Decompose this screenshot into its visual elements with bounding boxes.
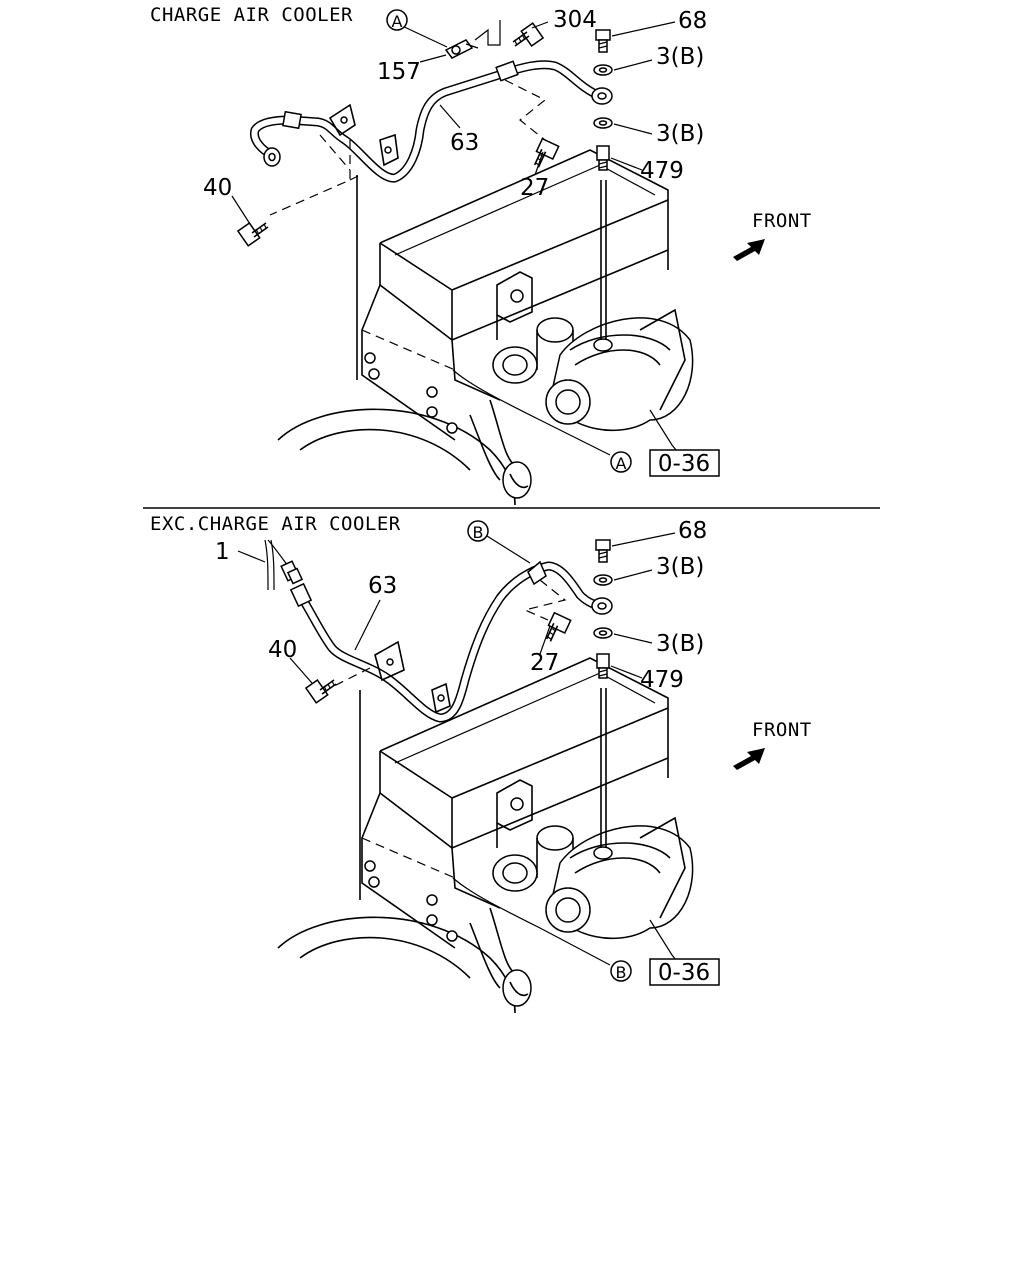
gasket-3b-lower [593,627,613,639]
adapter-479 [596,653,610,679]
pipe-bracket [340,116,348,124]
bolt-304 [512,22,544,47]
phantom-line [329,667,371,689]
callout-circle [386,9,408,31]
phantom-line [349,174,361,181]
callout-letter: A [392,12,403,31]
callout-circle [610,451,632,473]
phantom-line [319,134,351,171]
reference-label: 0-36 [658,451,710,477]
reference-label: 0-36 [658,960,710,986]
label-27: 27 [520,175,549,201]
label-63: 63 [368,573,397,599]
callout-letter: B [473,523,484,542]
leader-line [613,59,653,71]
label-3b-upper: 3(B) [656,554,704,580]
callout-letter: A [616,454,627,473]
phantom-line [474,20,501,46]
label-157: 157 [377,59,421,85]
front-label: FRONT [752,210,812,232]
clip-b [527,560,547,586]
reference-box [649,958,720,986]
callout-circle [467,520,489,542]
phantom-line [523,579,567,621]
pipe-bracket [328,103,356,137]
leader-line [452,877,611,966]
eye-bolt-68 [595,539,611,563]
bolt-40 [305,679,337,704]
leader-line [439,104,461,129]
leader-line [613,569,653,581]
label-479: 479 [640,667,684,693]
leader-line [539,625,551,655]
leader-line [354,599,381,651]
callout-circle [610,960,632,982]
label-40: 40 [203,175,232,201]
label-68: 68 [678,8,707,34]
leader-line [613,123,653,135]
leader-line [289,657,313,684]
bolt-27 [536,606,576,644]
pipe-bracket [437,694,445,702]
label-3b-lower: 3(B) [656,631,704,657]
panel-header: EXC.CHARGE AIR COOLER [150,513,401,535]
gasket-3b-upper [593,64,613,76]
leader-line [531,21,549,29]
leader-line [231,195,251,225]
clip-157 [444,39,479,59]
leader-line [610,665,643,679]
oil-pipe-1 [264,539,304,591]
oil-pipe [289,561,613,723]
leader-line [611,21,676,37]
label-304: 304 [553,7,597,33]
phantom-line [269,140,351,216]
pipe-bracket [384,146,392,154]
label-40: 40 [268,637,297,663]
label-63: 63 [450,130,479,156]
adapter-479 [596,145,610,171]
engine-assembly [277,149,694,506]
leader-line [397,23,448,48]
bolt-27 [524,132,564,170]
panel-charge-air-cooler: CHARGE AIR COOLER [150,4,812,506]
label-27: 27 [530,650,559,676]
gasket-3b-upper [593,574,613,586]
front-arrow-icon [733,239,765,261]
pipe-bracket [379,133,399,167]
label-68: 68 [678,518,707,544]
leader-line [610,157,643,171]
leader-line [613,633,653,644]
front-label: FRONT [752,719,812,741]
panel-exc-charge-air-cooler: EXC.CHARGE AIR COOLER [150,513,812,1014]
engine-assembly [277,657,694,1014]
oil-pipe [250,60,613,183]
label-479: 479 [640,158,684,184]
reference-box [649,449,720,477]
leader-line [534,151,544,176]
leader-line [237,550,266,563]
eye-bolt-68 [595,29,611,53]
pipe-bracket [431,682,451,714]
leader-line [419,54,447,63]
callout-letter: B [616,963,627,982]
leader-line [611,532,676,547]
gasket-3b-lower [593,117,613,129]
leader-line [486,535,531,564]
pipe-bracket [374,640,405,682]
pipe-bracket [386,658,394,666]
label-3b-upper: 3(B) [656,44,704,70]
label-1: 1 [215,539,230,565]
panel-header: CHARGE AIR COOLER [150,4,353,26]
bolt-40 [237,222,269,247]
label-3b-lower: 3(B) [656,121,704,147]
front-arrow-icon [733,748,765,770]
phantom-line [504,79,547,141]
leader-line [452,369,611,456]
